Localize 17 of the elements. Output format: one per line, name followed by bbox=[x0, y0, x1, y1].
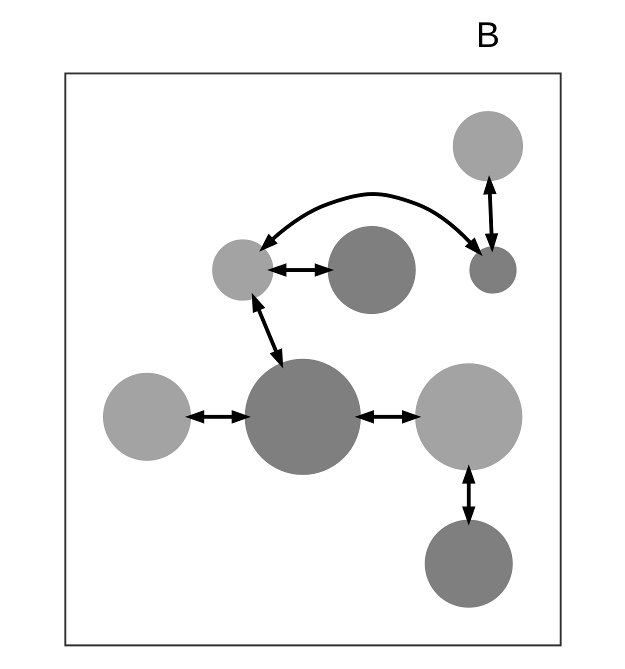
arrow bbox=[462, 464, 475, 526]
arrow bbox=[482, 175, 498, 253]
arrow bbox=[184, 410, 250, 424]
arrow bbox=[251, 292, 283, 369]
node-circle bbox=[424, 520, 512, 608]
node-circle bbox=[244, 358, 360, 475]
arrow bbox=[266, 263, 334, 277]
node-circle bbox=[468, 246, 516, 294]
node-circle bbox=[414, 363, 522, 470]
label: B bbox=[475, 15, 500, 56]
arrow bbox=[354, 410, 421, 424]
node-circle bbox=[452, 111, 523, 182]
cluster bbox=[64, 72, 562, 646]
node-circle bbox=[212, 239, 273, 301]
arrow bbox=[258, 192, 482, 256]
node-circle bbox=[102, 372, 191, 461]
node-circle bbox=[327, 226, 416, 314]
